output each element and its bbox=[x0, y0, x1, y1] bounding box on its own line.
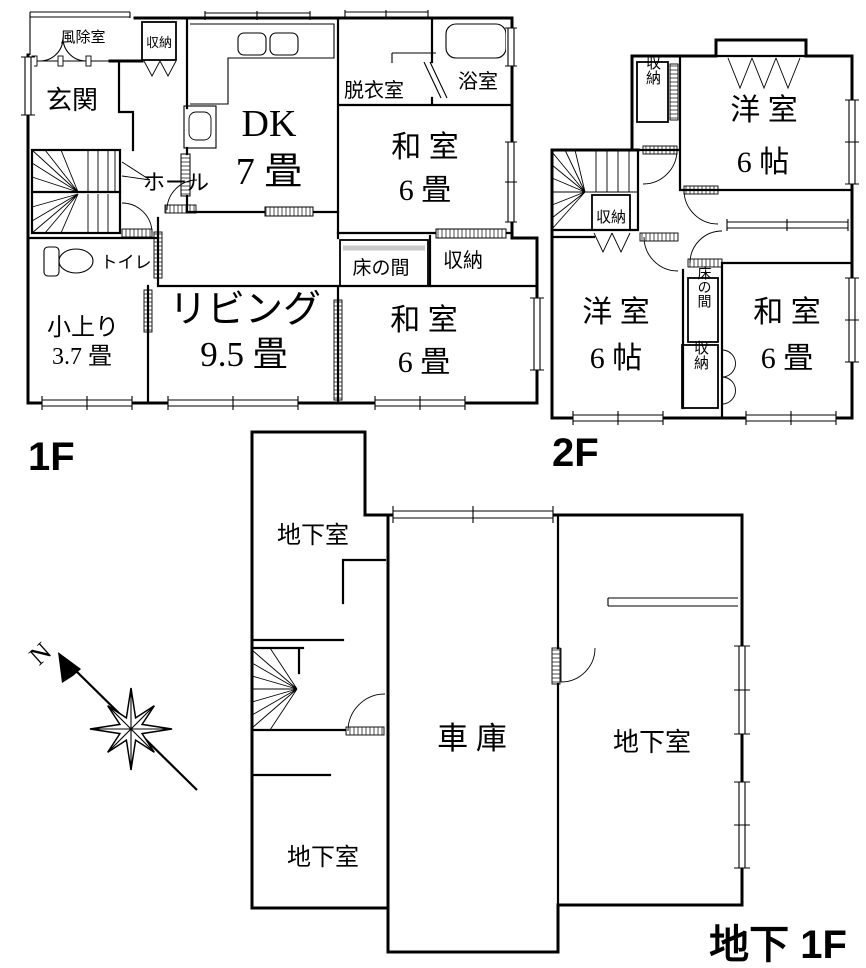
room-label-tokonoma-2f: 床の間 bbox=[696, 266, 712, 309]
room-label-koagari-1: 小上り bbox=[47, 314, 119, 341]
1f-toilet-room bbox=[26, 236, 160, 277]
room-label-cellar-w: 地下室 bbox=[287, 844, 359, 871]
1f-storage-mid-slider-hatch bbox=[436, 229, 506, 238]
room-label-washitsu-s-2: 6 畳 bbox=[398, 346, 451, 379]
floor-b1-plan: 地下室 地下室 車 庫 地下室 地下 1F bbox=[250, 430, 847, 967]
room-label-cellar-e: 地下室 bbox=[613, 728, 691, 757]
2f-storage-top bbox=[636, 61, 679, 123]
2f-outer-walls bbox=[550, 38, 854, 420]
room-label-bath: 浴室 bbox=[458, 70, 498, 93]
room-label-yoshitsu-w-1: 洋 室 bbox=[582, 296, 650, 329]
1f-dressing-bath-walls bbox=[336, 16, 514, 240]
room-label-yoshitsu-n-2: 6 帖 bbox=[737, 146, 790, 179]
room-label-hall: ホール bbox=[143, 170, 209, 195]
room-label-cellar-n: 地下室 bbox=[277, 522, 349, 549]
room-label-storage-top-2f: 収納 bbox=[644, 55, 661, 86]
compass-north-label: N bbox=[24, 636, 58, 670]
room-label-entrance: 玄関 bbox=[46, 86, 98, 115]
room-label-living-2: 9.5 畳 bbox=[200, 335, 288, 374]
b1-inner-walls bbox=[250, 513, 560, 907]
room-label-vestibule: 風除室 bbox=[60, 29, 105, 46]
room-label-toilet: トイレ bbox=[101, 253, 152, 272]
2f-closet-folding-doors bbox=[727, 57, 801, 90]
toilet-tank-icon bbox=[43, 246, 60, 277]
2f-balcony-rail bbox=[726, 219, 849, 231]
room-label-tokonoma-1f: 床の間 bbox=[352, 257, 409, 279]
floor-label-b1: 地下 1F bbox=[709, 923, 847, 967]
b1-doors bbox=[345, 647, 596, 736]
room-label-yoshitsu-n-1: 洋 室 bbox=[730, 94, 798, 127]
room-label-dressing: 脱衣室 bbox=[344, 79, 404, 102]
1f-windows bbox=[41, 10, 544, 410]
room-label-storage-top-1f: 収納 bbox=[146, 35, 172, 50]
2f-doors bbox=[639, 145, 736, 405]
1f-dk-walls bbox=[180, 16, 340, 217]
room-label-koagari-2: 3.7 畳 bbox=[52, 344, 112, 370]
floor-label-2f: 2F bbox=[552, 431, 599, 475]
compass-rose: N bbox=[24, 636, 198, 791]
room-label-living-1: リビング bbox=[169, 289, 321, 331]
floor-1f-plan: 風除室 収納 玄関 DK 7 畳 脱衣室 浴室 和 室 6 畳 ホール 床の間 … bbox=[21, 10, 544, 479]
2f-tokonoma-storage bbox=[681, 277, 719, 409]
1f-stairs bbox=[30, 148, 151, 235]
1f-vestibule-walls bbox=[29, 11, 131, 67]
1f-living-washitsu-slider bbox=[333, 299, 343, 401]
1f-koagari-slider bbox=[143, 289, 153, 333]
b1-stairs bbox=[251, 647, 298, 731]
room-label-dk-2: 7 畳 bbox=[236, 151, 303, 193]
compass-arrowhead-icon bbox=[58, 652, 81, 683]
compass-star-spokes bbox=[90, 688, 172, 770]
1f-tokonoma-box bbox=[339, 234, 432, 288]
room-label-washitsu-n-1: 和 室 bbox=[391, 131, 459, 164]
2f-windows bbox=[572, 99, 859, 425]
room-label-yoshitsu-w-2: 6 帖 bbox=[590, 342, 643, 375]
2f-storage-mid bbox=[591, 194, 631, 254]
room-label-washitsu-2f-2: 6 畳 bbox=[761, 342, 814, 375]
1f-storage-top bbox=[141, 21, 177, 77]
1f-entrance-walls bbox=[21, 56, 135, 152]
room-label-garage: 車 庫 bbox=[437, 721, 507, 756]
toilet-bowl-icon bbox=[58, 248, 94, 274]
b1-garage-door-band bbox=[392, 506, 554, 523]
room-label-dk-1: DK bbox=[242, 103, 297, 145]
1f-kitchen-counter bbox=[183, 23, 335, 149]
room-label-storage-mid-1f: 収納 bbox=[443, 249, 483, 272]
room-label-storage-mid-2f: 収納 bbox=[596, 209, 626, 226]
b1-windows bbox=[734, 645, 750, 869]
room-label-storage-s-2f: 収納 bbox=[692, 340, 709, 371]
room-label-washitsu-2f-1: 和 室 bbox=[753, 296, 821, 329]
room-label-washitsu-s-1: 和 室 bbox=[390, 304, 458, 337]
floor-label-1f: 1F bbox=[28, 435, 75, 479]
1f-hall-doors bbox=[121, 179, 198, 238]
hall-pointer-lines bbox=[121, 161, 151, 181]
room-label-washitsu-n-2: 6 畳 bbox=[399, 174, 452, 207]
floor-2f-plan: 収納 洋 室 6 帖 収納 洋 室 6 帖 床の間 収納 和 室 6 畳 2F bbox=[550, 38, 859, 475]
1f-toilet-slider bbox=[153, 231, 163, 279]
b1-partition-shelf bbox=[607, 597, 738, 607]
